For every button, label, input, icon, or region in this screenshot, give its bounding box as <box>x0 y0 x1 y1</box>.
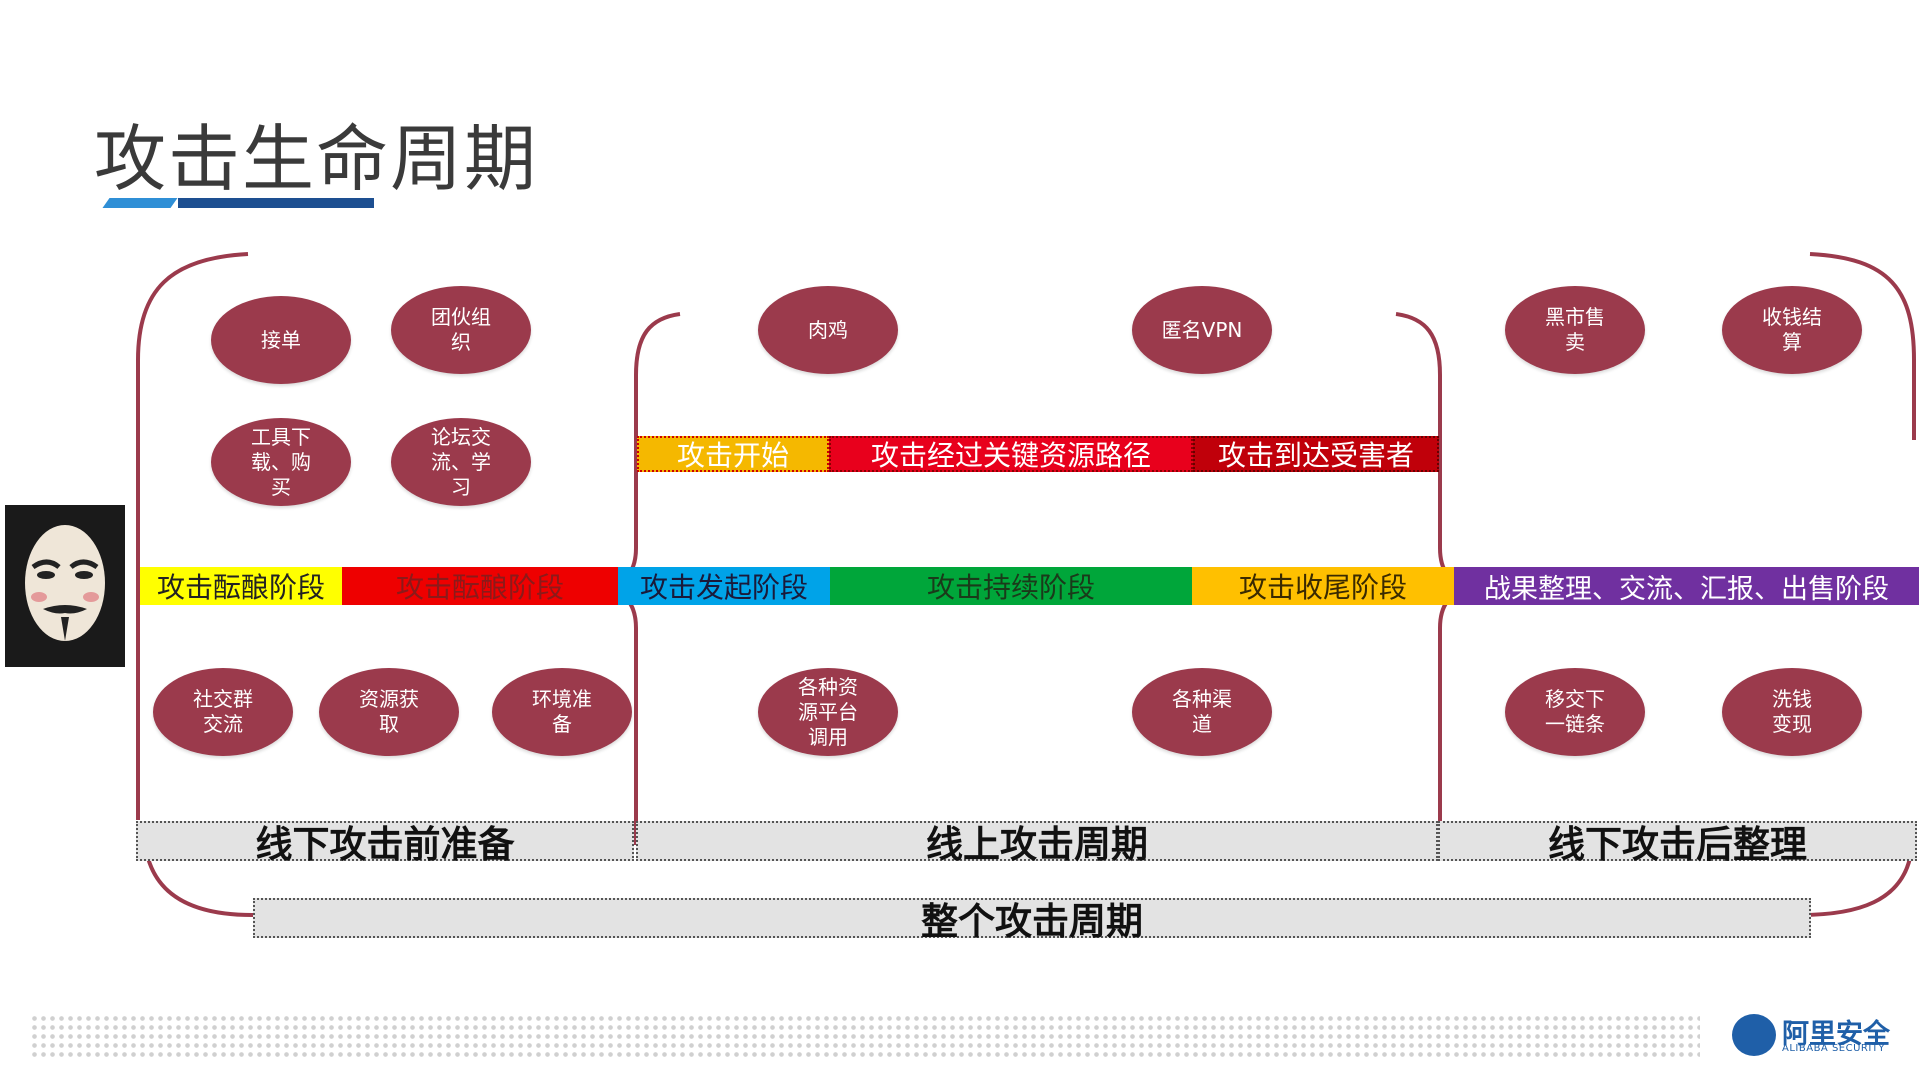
phase-bar-brewing-2: 攻击酝酿阶段 <box>342 567 618 605</box>
label-offline-post: 线下攻击后整理 <box>1438 821 1917 866</box>
phase-bar-wrapup: 攻击收尾阶段 <box>1192 567 1454 605</box>
ellipse-shouqian-jiesuan: 收钱结 算 <box>1722 286 1862 374</box>
ellipse-tuanhuo-zuzhi: 团伙组 织 <box>391 286 531 374</box>
anonymous-mask-image <box>5 505 125 667</box>
phase-bar-brewing-1: 攻击酝酿阶段 <box>140 567 342 605</box>
title-accent-bar-dark <box>178 198 374 208</box>
logo-name: 阿里安全 <box>1782 1019 1890 1050</box>
ellipse-luntan-jiaoliu: 论坛交 流、学 习 <box>391 418 531 506</box>
label-whole-cycle: 整个攻击周期 <box>253 898 1811 943</box>
alibaba-security-logo-icon <box>1732 1014 1776 1056</box>
ellipse-xiqian-bianxian: 洗钱 变现 <box>1722 668 1862 756</box>
footer-dot-pattern <box>30 1014 1700 1058</box>
phase-bar-launch: 攻击发起阶段 <box>618 567 830 605</box>
top-bar-attack-path: 攻击经过关键资源路径 <box>829 436 1193 472</box>
bracket-offline-pre <box>136 252 249 820</box>
page-title: 攻击生命周期 <box>94 117 539 201</box>
ellipse-gezhong-ziyuan: 各种资 源平台 调用 <box>758 668 898 756</box>
phase-bar-sustain: 攻击持续阶段 <box>830 567 1192 605</box>
ellipse-heishi-shoumai: 黑市售 卖 <box>1505 286 1645 374</box>
top-bar-attack-victim: 攻击到达受害者 <box>1193 436 1439 472</box>
label-offline-pre: 线下攻击前准备 <box>136 821 634 866</box>
ellipse-jiedan: 接单 <box>211 296 351 384</box>
label-online-cycle: 线上攻击周期 <box>636 821 1438 866</box>
ellipse-huanjing-zhunbei: 环境准 备 <box>492 668 632 756</box>
ellipse-shejiao-qun: 社交群 交流 <box>153 668 293 756</box>
phase-bar-results: 战果整理、交流、汇报、出售阶段 <box>1454 567 1919 605</box>
ellipse-rouji: 肉鸡 <box>758 286 898 374</box>
top-bar-attack-start: 攻击开始 <box>637 436 829 472</box>
ellipse-gongju-xiazai: 工具下 载、购 买 <box>211 418 351 506</box>
ellipse-yijiao-xiayilian: 移交下 一链条 <box>1505 668 1645 756</box>
ellipse-niming-vpn: 匿名VPN <box>1132 286 1272 374</box>
logo-subtitle: ALIBABA SECURITY <box>1782 1043 1886 1054</box>
bracket-offline-post <box>1809 252 1916 440</box>
ellipse-ziyuan-huoqu: 资源获 取 <box>319 668 459 756</box>
ellipse-gezhong-qudao: 各种渠 道 <box>1132 668 1272 756</box>
